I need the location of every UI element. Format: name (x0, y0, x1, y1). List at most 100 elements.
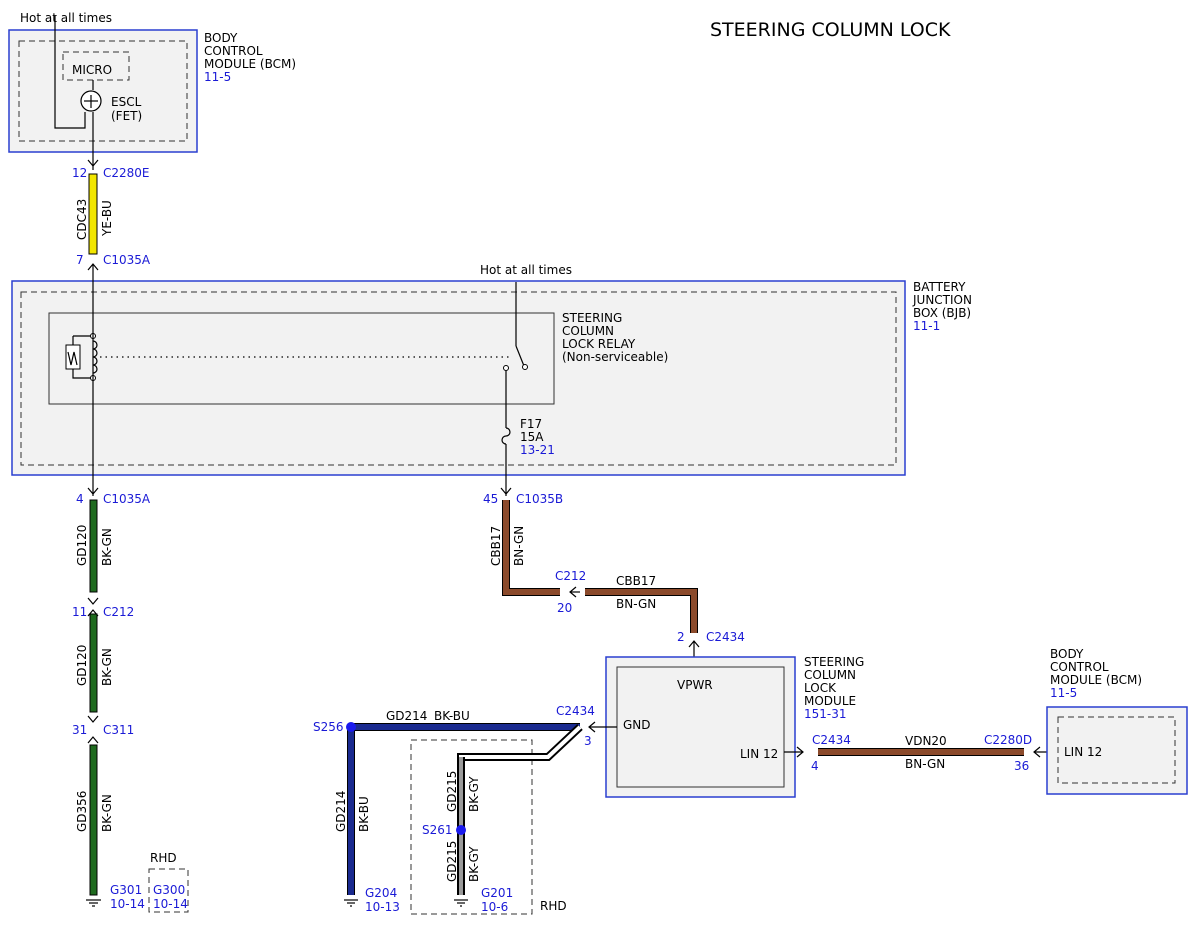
relay-name-2: COLUMN (562, 324, 614, 338)
gd120-circuit: GD120 (75, 525, 89, 566)
bcm-top-inner (18, 40, 188, 142)
relay-name-1: STEERING (562, 311, 622, 325)
sclm-inner (616, 666, 785, 788)
c1035a-top-conn: C1035A (103, 253, 151, 267)
c2280e-pin: 12 (72, 166, 87, 180)
c2434-lin-conn: C2434 (812, 733, 851, 747)
bcm-right-name-1: BODY (1050, 647, 1084, 661)
gd120-color: BK-GN (100, 528, 114, 566)
cdc43-color: YE-BU (100, 200, 114, 237)
gd215b-circuit: GD215 (445, 841, 459, 882)
cbb17-color: BN-GN (512, 526, 526, 566)
gd120-wire (89, 499, 98, 593)
sclm-name-2: COLUMN (804, 668, 856, 682)
gd215-color: BK-GY (467, 776, 481, 812)
bjb-name-3: BOX (BJB) (913, 306, 971, 320)
escl-label-1: ESCL (111, 95, 142, 109)
bjb-name-1: BATTERY (913, 280, 966, 294)
bjb-name-2: JUNCTION (912, 293, 972, 307)
gd214-color: BK-BU (434, 709, 470, 723)
cdc43-circuit: CDC43 (75, 199, 89, 240)
c2280d-conn: C2280D (984, 733, 1032, 747)
c2434-gnd-conn: C2434 (556, 704, 595, 718)
sclm-ref: 151-31 (804, 707, 847, 721)
sclm-vpwr: VPWR (677, 678, 713, 692)
wire-cdc43: 12 C2280E CDC43 YE-BU 7 C1035A (72, 166, 151, 271)
bcm-top-name-3: MODULE (BCM) (204, 57, 296, 71)
fuse-f17 (501, 427, 511, 445)
power-chain: 45 C1035B CBB17 BN-GN C212 20 CBB17 BN-G… (483, 487, 745, 667)
bcm-top-ref: 11-5 (204, 70, 231, 84)
g300-rhd-label: RHD (150, 851, 177, 865)
bcm-hot-label: Hot at all times (20, 11, 112, 25)
g204-label: G204 (365, 886, 397, 900)
escl-label-2: (FET) (111, 109, 142, 123)
sclm-name-1: STEERING (804, 655, 864, 669)
rhd-ground-box (410, 739, 533, 915)
c212-left-pin: 11 (72, 605, 87, 619)
gd356-circuit: GD356 (75, 791, 89, 832)
cbb17b-circuit: CBB17 (616, 574, 656, 588)
gd215-circuit: GD215 (445, 771, 459, 812)
g300-ref: 10-14 (153, 897, 188, 911)
c1035b-pin: 45 (483, 492, 498, 506)
gd214v-circuit: GD214 (334, 791, 348, 832)
relay-name-4: (Non-serviceable) (562, 350, 668, 364)
gd120b-circuit: GD120 (75, 645, 89, 686)
s261-label: S261 (422, 823, 453, 837)
c2434-top-pin: 2 (677, 630, 685, 644)
relay-name-3: LOCK RELAY (562, 337, 636, 351)
c212-right-pin: 20 (557, 601, 572, 615)
bcm-right-frame (1046, 706, 1188, 795)
sclm-lin: LIN 12 (740, 747, 778, 761)
bcm-right-name-3: MODULE (BCM) (1050, 673, 1142, 687)
bcm-right-lin: LIN 12 (1064, 745, 1102, 759)
c1035a-top-pin: 7 (76, 253, 84, 267)
gd215b-color: BK-GY (467, 846, 481, 882)
g204-ref: 10-13 (365, 900, 400, 914)
c2280e-arrow (87, 159, 99, 167)
fuse-rating: 15A (520, 430, 544, 444)
s261-splice (456, 825, 466, 835)
sclm-gnd: GND (623, 718, 651, 732)
c311-conn: C311 (103, 723, 134, 737)
bcm-right-name-2: CONTROL (1050, 660, 1109, 674)
c2280e-conn: C2280E (103, 166, 150, 180)
bjb-ref: 11-1 (913, 319, 940, 333)
cbb17-wire (503, 500, 560, 595)
fuse-ref: 13-21 (520, 443, 555, 457)
g300-rhd-box (148, 868, 189, 913)
sclm-name-4: MODULE (804, 694, 856, 708)
ground-side: RHD GD214 BK-BU C2434 3 GD215 BK-GY S261… (313, 704, 617, 915)
c212-left-conn: C212 (103, 605, 134, 619)
bjb-module: BATTERY JUNCTION BOX (BJB) 11-1 STEERING… (11, 263, 972, 496)
fuse-name: F17 (520, 417, 542, 431)
lin-side: C2434 4 VDN20 BN-GN C2280D 36 LIN 12 BOD… (784, 647, 1188, 795)
c2434-top-conn: C2434 (706, 630, 745, 644)
s256-splice (346, 722, 356, 732)
bcm-hot-feed (54, 16, 86, 129)
bcm-top-frame (8, 29, 198, 153)
cbb17-circuit: CBB17 (489, 526, 503, 566)
relay-switch-arm (515, 345, 525, 367)
bjb-inner (20, 291, 897, 466)
sclm-name-3: LOCK (804, 681, 837, 695)
gd214-circuit: GD214 (386, 709, 427, 723)
bcm-right-inner (1057, 716, 1176, 784)
g201-ref: 10-6 (481, 900, 508, 914)
c1035b-conn: C1035B (516, 492, 563, 506)
c1035a-bottom-conn: C1035A (103, 492, 151, 506)
cbb17b-color: BN-GN (616, 597, 656, 611)
c1035a-bottom-pin: 4 (76, 492, 84, 506)
c2280d-pin: 36 (1014, 759, 1029, 773)
cbb17b-wire (585, 589, 697, 633)
vdn20-circuit: VDN20 (905, 734, 947, 748)
g301-label: G301 (110, 883, 142, 897)
c212-right-conn: C212 (555, 569, 586, 583)
bcm-top-name-1: BODY (204, 31, 238, 45)
micro-label: MICRO (72, 63, 112, 77)
s256-label: S256 (313, 720, 344, 734)
relay-box (48, 312, 555, 405)
bcm-top-name-2: CONTROL (204, 44, 263, 58)
